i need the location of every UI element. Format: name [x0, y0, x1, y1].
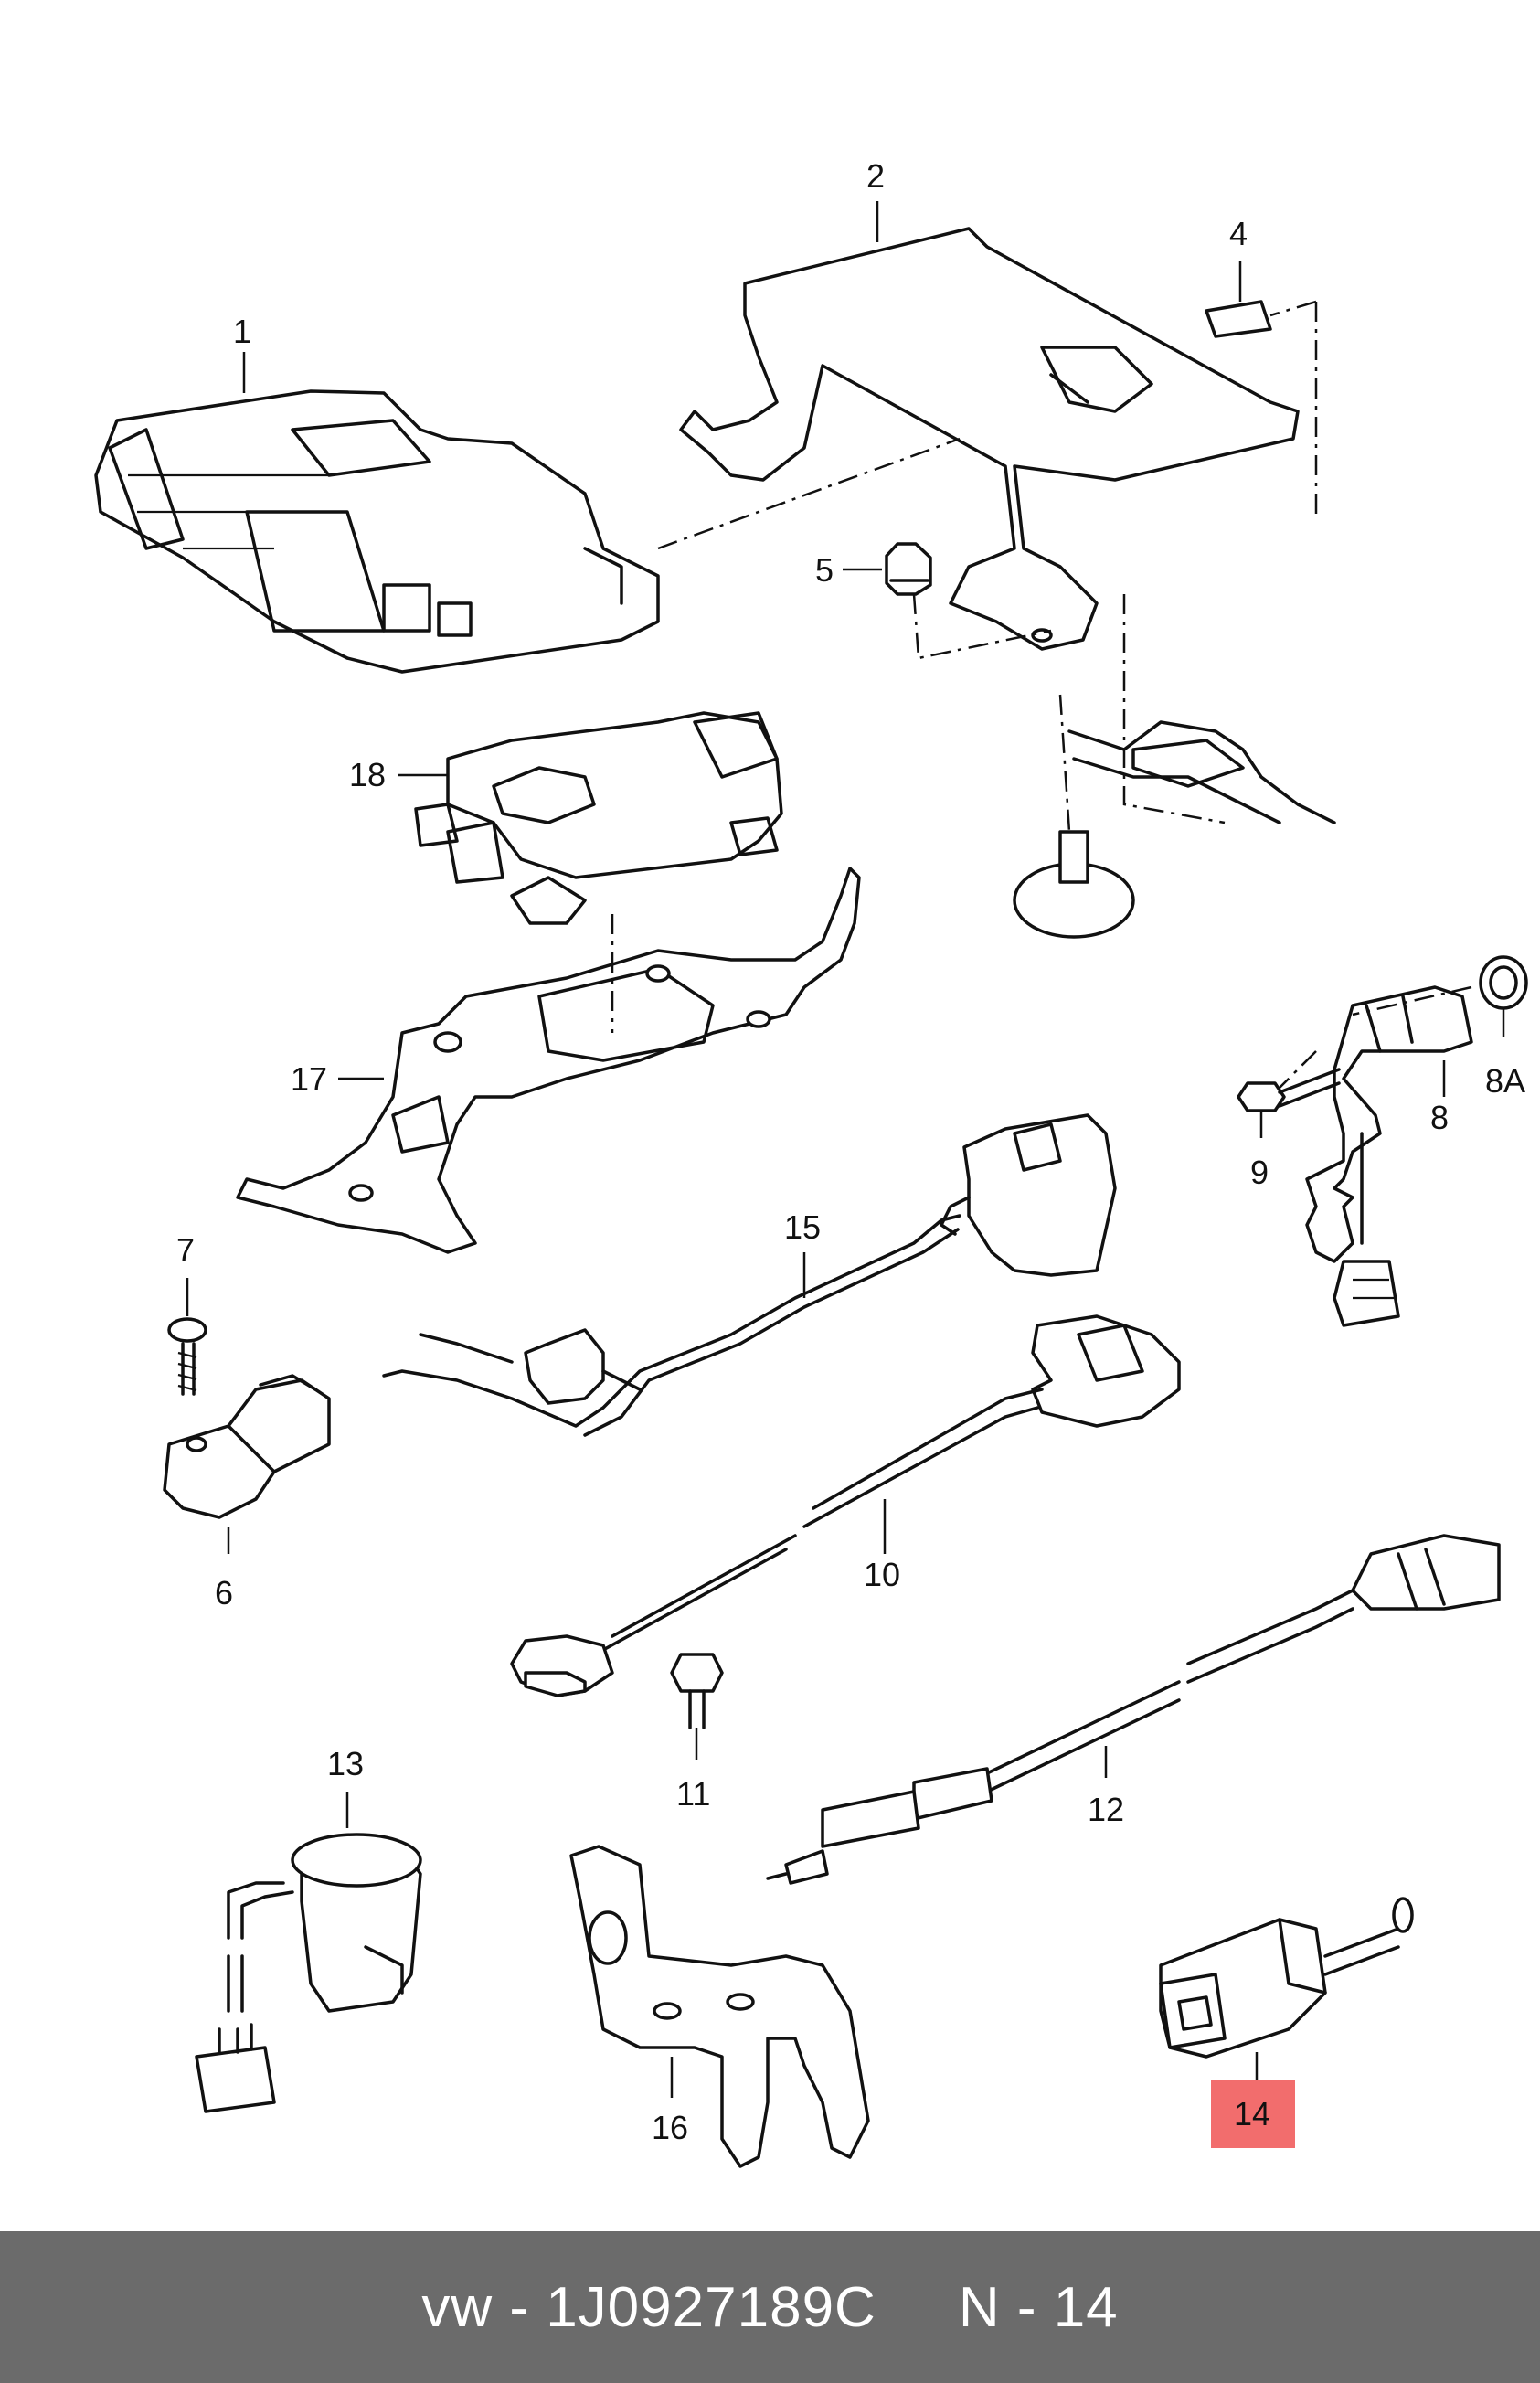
- part-8-speed-sensor[interactable]: [1305, 985, 1473, 1327]
- assembly-lines: [611, 300, 1472, 1089]
- callout-8a: 8A: [1485, 1062, 1525, 1100]
- callout-labels: 1 2 4 5 6 7 8 8A 9 10 11 12 13 14 15 16 …: [176, 157, 1525, 2146]
- callout-8: 8: [1430, 1099, 1449, 1136]
- callout-7: 7: [176, 1231, 195, 1269]
- part-12-lambda-probe[interactable]: [766, 1534, 1501, 1885]
- callout-15: 15: [784, 1208, 821, 1246]
- callout-9: 9: [1250, 1154, 1269, 1191]
- part-10-knock-sensor[interactable]: [510, 1314, 1181, 1697]
- callout-12: 12: [1088, 1791, 1124, 1828]
- part-17-bracket[interactable]: [236, 867, 861, 1254]
- part-14-switch[interactable]: [1159, 1897, 1414, 2059]
- highlight-box-14: [1211, 2080, 1295, 2148]
- part-1-control-unit[interactable]: [94, 389, 660, 674]
- callout-2: 2: [866, 157, 885, 195]
- callout-14: 14: [1234, 2095, 1270, 2133]
- callout-16: 16: [652, 2109, 688, 2146]
- part-15-sender-with-cable[interactable]: [382, 1113, 1117, 1437]
- parts-diagram: 1 2 4 5 6 7 8 8A 9 10 11 12 13 14 15 16 …: [94, 157, 1528, 2168]
- part-13-pressure-converter[interactable]: [195, 1833, 422, 2113]
- callout-4: 4: [1229, 215, 1248, 252]
- part-2-mounting-bracket[interactable]: [679, 227, 1300, 651]
- part-16-bracket[interactable]: [569, 1845, 870, 2168]
- vehicle-floor-detail: [1067, 720, 1336, 824]
- brand-part-number: vw - 1J0927189C: [421, 2275, 876, 2339]
- callout-13: 13: [327, 1745, 364, 1782]
- callout-17: 17: [291, 1060, 327, 1098]
- part-6-position-sensor[interactable]: [163, 1374, 331, 1519]
- diagram-position: N - 14: [958, 2275, 1119, 2339]
- mounting-stud: [1013, 694, 1135, 939]
- callout-11: 11: [676, 1775, 710, 1813]
- callout-10: 10: [864, 1556, 900, 1593]
- part-8a-o-ring[interactable]: [1479, 955, 1528, 1010]
- callout-18: 18: [349, 756, 386, 793]
- callout-1: 1: [233, 313, 251, 350]
- part-7-screw[interactable]: [167, 1317, 207, 1396]
- part-number-footer: vw - 1J0927189C N - 14: [0, 2231, 1540, 2383]
- part-11-bolt[interactable]: [670, 1653, 724, 1729]
- callout-5: 5: [815, 551, 834, 589]
- part-5-nut[interactable]: [885, 542, 932, 596]
- callout-leaders: [186, 201, 1505, 2098]
- part-9-bolt[interactable]: [1237, 1068, 1341, 1112]
- callout-6: 6: [215, 1574, 233, 1612]
- part-18-control-module[interactable]: [414, 711, 783, 925]
